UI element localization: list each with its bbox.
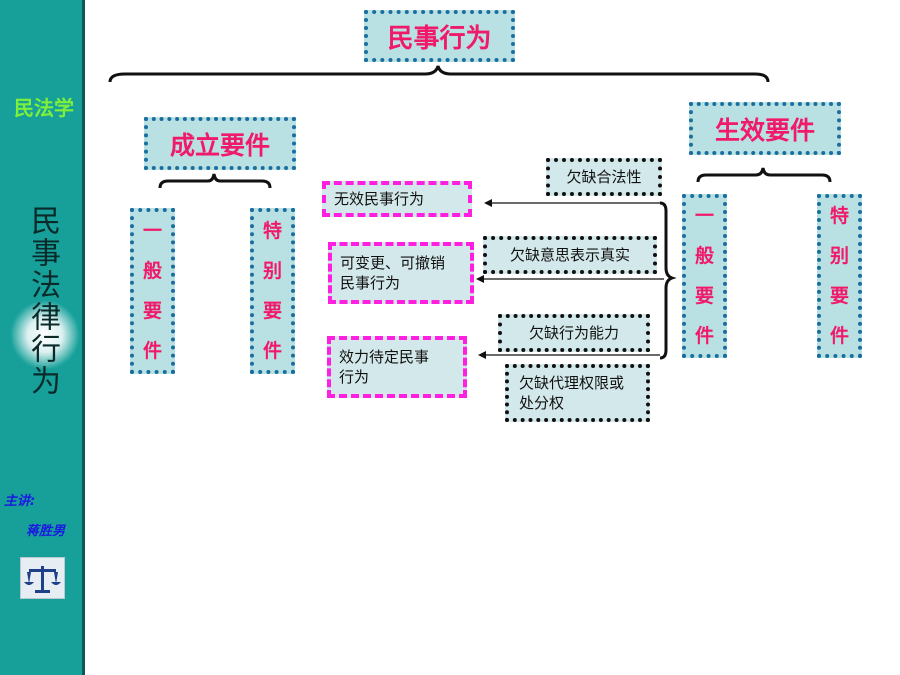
- voidable-line-1: 可变更、可撤销: [340, 254, 446, 272]
- char: 要: [829, 285, 849, 307]
- special-requirement-right: 特 别 要 件: [817, 194, 862, 358]
- special-requirement-left: 特 别 要 件: [250, 208, 295, 374]
- defect-agency-box: 欠缺代理权限或 处分权: [505, 364, 650, 422]
- char: 一: [142, 220, 162, 242]
- char: 件: [262, 340, 282, 362]
- char: 别: [262, 260, 282, 282]
- char: 特: [262, 220, 282, 242]
- char: 要: [142, 300, 162, 322]
- agency-line-2: 处分权: [519, 394, 565, 412]
- glow-decoration: [10, 300, 80, 370]
- defect-intention-box: 欠缺意思表示真实: [483, 236, 657, 274]
- defect-capacity-box: 欠缺行为能力: [498, 314, 650, 352]
- validity-node: 生效要件: [689, 102, 841, 155]
- lecturer-label: 主讲:: [4, 494, 36, 509]
- char: 般: [142, 260, 162, 282]
- char: 要: [262, 300, 282, 322]
- char: 件: [142, 340, 162, 362]
- agency-line-1: 欠缺代理权限或: [519, 374, 625, 392]
- general-requirement-right: 一 般 要 件: [682, 194, 727, 358]
- char: 特: [829, 205, 849, 227]
- void-act-box: 无效民事行为: [322, 181, 472, 217]
- defect-legality-box: 欠缺合法性: [546, 158, 662, 196]
- voidable-act-box: 可变更、可撤销 民事行为: [328, 242, 474, 304]
- char: 别: [829, 245, 849, 267]
- chapter-title: 民事法律行为: [25, 205, 60, 397]
- voidable-line-2: 民事行为: [340, 274, 401, 292]
- sidebar-edge: [82, 0, 85, 675]
- pending-line-1: 效力待定民事: [339, 348, 430, 366]
- char: 件: [694, 325, 714, 347]
- root-node: 民事行为: [364, 10, 515, 62]
- lecturer-name: 蒋胜男: [26, 524, 66, 539]
- char: 件: [829, 325, 849, 347]
- justice-scale-icon: [20, 557, 65, 599]
- char: 一: [694, 205, 714, 227]
- course-title: 民法学: [14, 96, 74, 120]
- char: 要: [694, 285, 714, 307]
- char: 般: [694, 245, 714, 267]
- formation-node: 成立要件: [144, 117, 296, 170]
- pending-act-box: 效力待定民事 行为: [327, 336, 467, 398]
- pending-line-2: 行为: [339, 368, 370, 386]
- general-requirement-left: 一 般 要 件: [130, 208, 175, 374]
